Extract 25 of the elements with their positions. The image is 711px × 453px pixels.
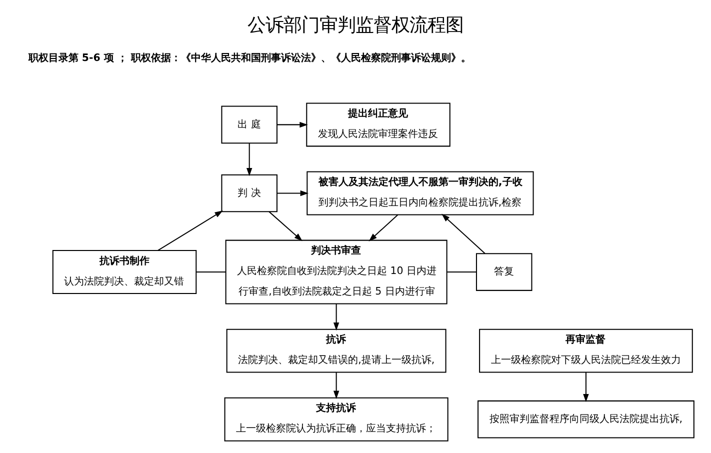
node-box: 再审监督 上一级检察院对下级人民法院已经发生效力 [479, 328, 693, 373]
arrow [246, 143, 252, 176]
arrow [277, 190, 309, 196]
arrow [368, 214, 398, 242]
arrow [333, 304, 340, 331]
arrow [333, 372, 340, 399]
label: 职权目录第 5-6 项 ； 职权依据：《中华人民共和国刑事诉讼法》、《人民检察院刑事诉讼规则》。 [28, 52, 472, 64]
node-box: 出 庭 [221, 106, 278, 144]
node-box: 判决书审查 人民检察院自收到法院判决之日起 10 日内进 行审查,自收到法院裁定之日起 5 日内进行审 [225, 240, 448, 304]
arrow [442, 214, 486, 254]
diagram-title: 公诉部门审判监督权流程图 [248, 14, 464, 36]
arrow [268, 211, 302, 242]
node-box: 答复 [476, 253, 532, 291]
connector [447, 272, 476, 273]
node-box: 提出纠正意见 发现人民法院审理案件违反 [306, 102, 450, 147]
node-box: 抗诉书制作 认为法院判决、裁定却又错 [52, 250, 197, 294]
node-box: 按照审判监督程序向同级人民法院提出抗诉, [478, 400, 694, 438]
node-box: 被害人及其法定代理人不服第一审判决的,子收 到判决书之日起五日内向检察院提出抗诉,检察 [306, 171, 534, 216]
connector [196, 272, 226, 273]
arrow [158, 210, 223, 251]
arrow [277, 122, 308, 128]
node-box: 支持抗诉 上一级检察院认为抗诉正确，应当支持抗诉； [224, 397, 448, 442]
node-box: 抗诉 法院判决、裁定却又错误的,提请上一级抗诉, [226, 328, 446, 373]
arrow [583, 372, 589, 402]
node-box: 判 决 [221, 174, 278, 212]
